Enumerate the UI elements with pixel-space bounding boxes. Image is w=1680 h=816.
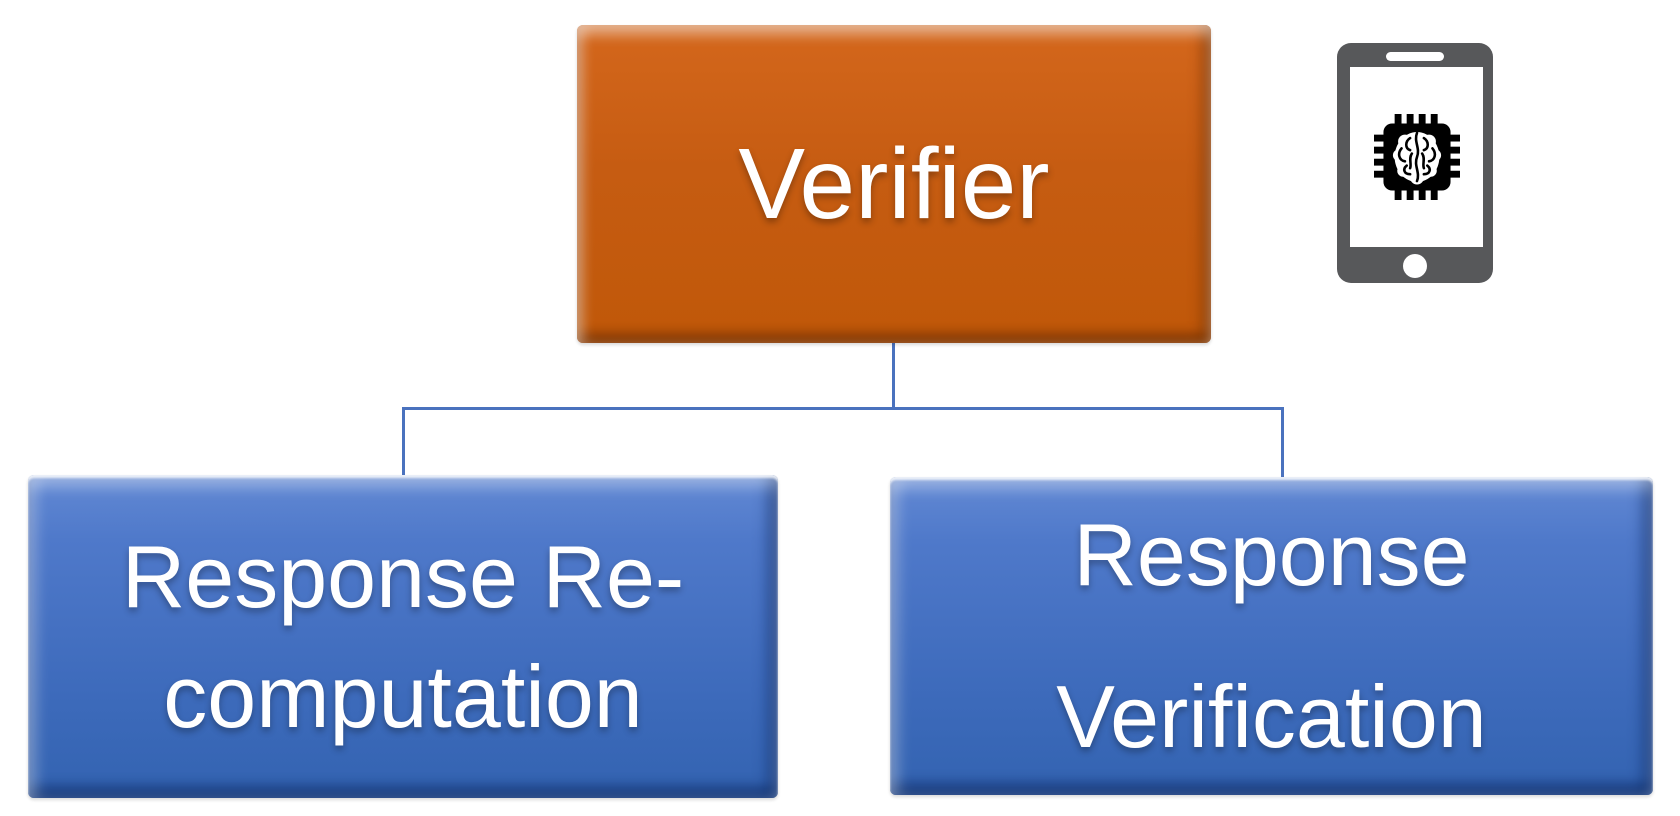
- connector-horizontal: [402, 407, 1284, 410]
- phone-speaker-slot: [1386, 52, 1444, 61]
- connector-drop-left: [402, 407, 405, 477]
- node-response-recomputation-line1: Response Re-: [121, 526, 685, 626]
- node-response-verification-line2: Verification: [1056, 667, 1487, 766]
- ai-chip-brain-icon: [1373, 114, 1460, 200]
- connector-root-stub: [892, 343, 895, 409]
- phone-screen: [1350, 67, 1483, 247]
- node-response-recomputation: Response Re- computation: [28, 475, 778, 798]
- smartphone-ai-chip-icon: [1337, 43, 1493, 283]
- node-response-verification: Response Verification: [890, 477, 1653, 795]
- node-verifier: Verifier: [577, 25, 1211, 343]
- connector-drop-right: [1281, 407, 1284, 479]
- node-response-verification-line1: Response: [1073, 505, 1470, 604]
- node-verifier-label: Verifier: [738, 128, 1050, 240]
- node-response-recomputation-line2: computation: [163, 646, 643, 746]
- phone-home-button: [1403, 254, 1427, 278]
